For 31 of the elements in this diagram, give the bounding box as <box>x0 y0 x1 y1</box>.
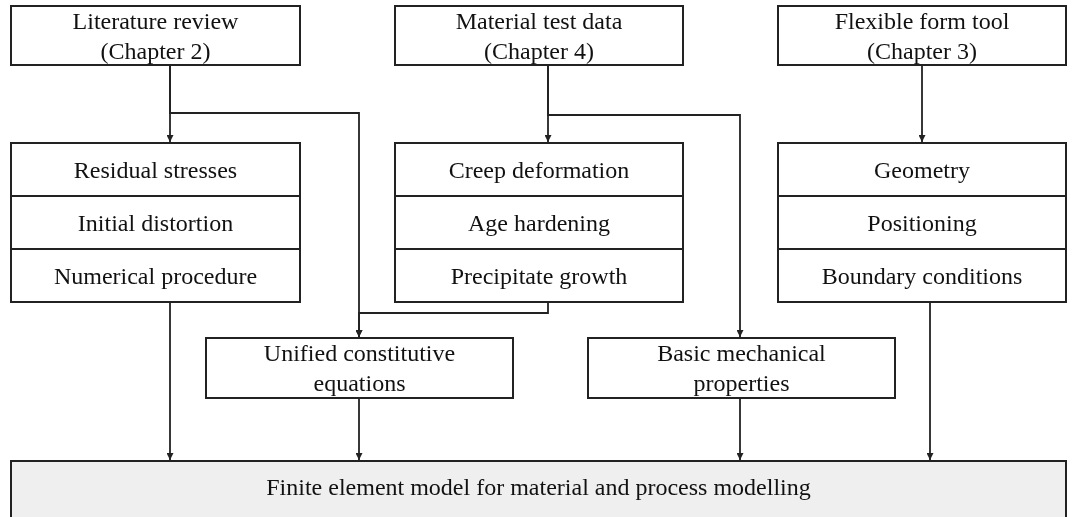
box-label: Unified constitutive equations <box>262 339 457 398</box>
process-box <box>205 337 514 399</box>
process-box <box>394 5 684 66</box>
box-label: Material test data (Chapter 4) <box>454 6 624 66</box>
box-label: Literature review (Chapter 2) <box>71 6 240 66</box>
list-item: Initial distortion <box>77 208 234 238</box>
process-box <box>777 5 1067 66</box>
arrow <box>166 302 174 461</box>
arrow <box>736 398 744 461</box>
arrow <box>355 302 549 338</box>
list-item: Age hardening <box>468 208 610 238</box>
process-box <box>10 5 301 66</box>
process-box <box>587 337 896 399</box>
box-label: Finite element model for material and process modelling <box>266 473 811 502</box>
list-item: Boundary conditions <box>821 261 1023 291</box>
arrow <box>918 65 926 143</box>
list-item: Geometry <box>874 155 970 185</box>
list-box <box>394 142 684 303</box>
arrow <box>547 65 744 338</box>
list-item: Numerical procedure <box>53 261 258 291</box>
list-item: Residual stresses <box>73 155 238 185</box>
list-box <box>777 142 1067 303</box>
arrow <box>355 398 363 461</box>
process-box <box>10 460 1067 517</box>
box-label: Flexible form tool (Chapter 3) <box>833 6 1011 66</box>
list-item: Creep deformation <box>448 155 630 185</box>
list-box <box>10 142 301 303</box>
list-item: Positioning <box>867 208 977 238</box>
arrow <box>926 302 934 461</box>
box-label: Basic mechanical properties <box>656 339 827 398</box>
list-item: Precipitate growth <box>450 261 628 291</box>
